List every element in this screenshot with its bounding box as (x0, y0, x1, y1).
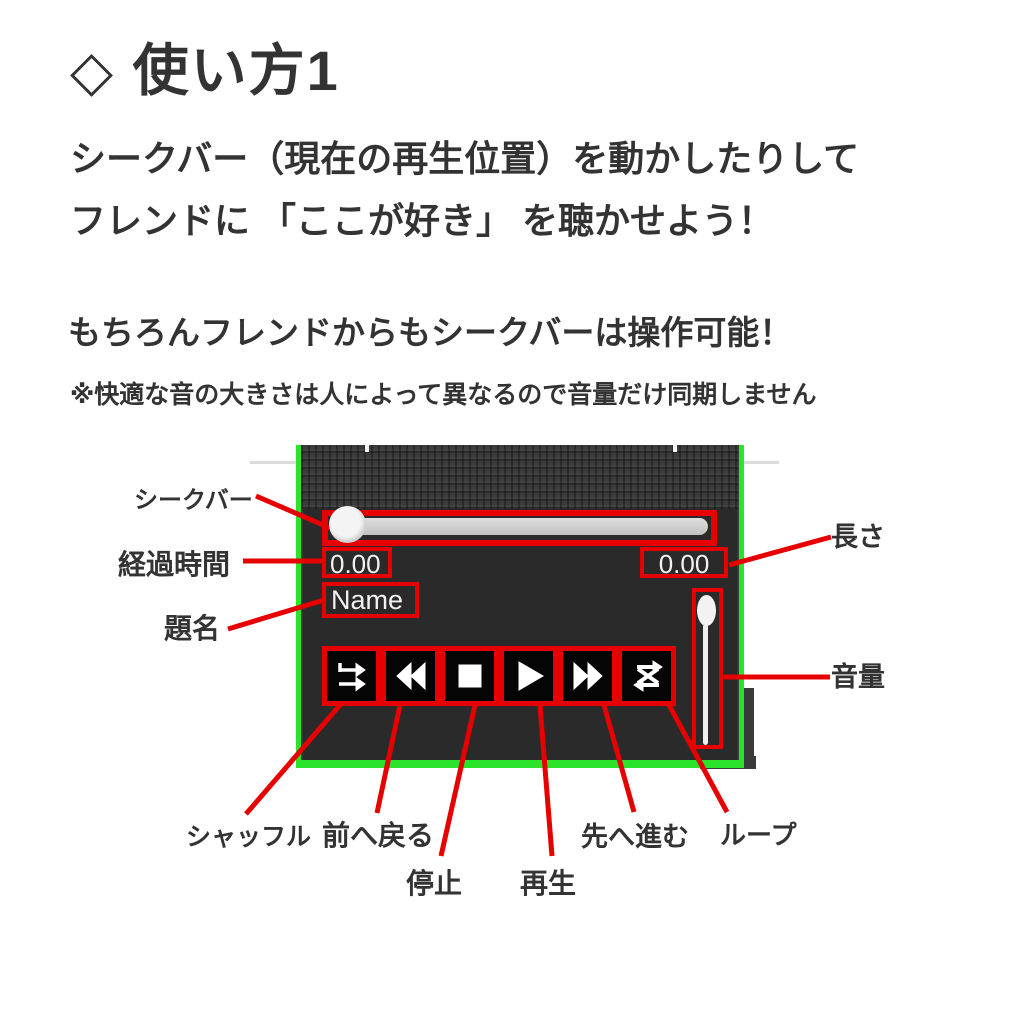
seekbar-track[interactable] (330, 518, 708, 535)
volume-knob[interactable] (697, 595, 716, 626)
transport-controls (322, 646, 676, 706)
header-notch-right (673, 445, 677, 452)
stop-icon (452, 658, 488, 694)
callout-previous: 前へ戻る (322, 820, 435, 851)
section-heading: もちろんフレンドからもシークバーは操作可能！ (68, 314, 793, 351)
track-name-field: Name (322, 582, 419, 618)
volume-track[interactable] (703, 624, 708, 745)
play-button[interactable] (499, 646, 558, 706)
callout-volume: 音量 (831, 662, 885, 692)
previous-icon (393, 658, 429, 694)
shuffle-button[interactable] (322, 646, 381, 706)
callout-play: 再生 (520, 868, 577, 899)
shuffle-icon (334, 658, 370, 694)
length-value: 0.00 (640, 547, 728, 578)
page-title: ◇ 使い方1 (70, 39, 340, 102)
loop-button[interactable] (617, 646, 676, 706)
length-text: 0.00 (658, 549, 710, 579)
callout-loop: ループ (720, 820, 797, 850)
loop-icon (629, 658, 665, 694)
callout-seekbar: シークバー (134, 487, 253, 514)
seekbar-knob[interactable] (329, 506, 366, 543)
section-note: ※快適な音の大きさは人によって異なるので音量だけ同期しません (70, 381, 817, 409)
intro-line-1: シークバー（現在の再生位置）を動かしたりして (70, 138, 860, 179)
callout-shuffle: シャッフル (186, 823, 312, 851)
elapsed-time-value: 0.00 (322, 547, 392, 578)
next-icon (570, 658, 606, 694)
stop-button[interactable] (440, 646, 499, 706)
panel-header-texture (301, 445, 739, 509)
intro-line-2: フレンドに 「ここが好き」 を聴かせよう！ (70, 200, 775, 241)
callout-elapsed-time: 経過時間 (118, 549, 231, 580)
next-button[interactable] (558, 646, 617, 706)
callout-stop: 停止 (406, 868, 463, 899)
track-name-text: Name (331, 585, 404, 615)
play-icon (511, 658, 547, 694)
elapsed-time-text: 0.00 (330, 549, 381, 579)
background-line-left (250, 461, 296, 464)
callout-length: 長さ (831, 522, 885, 552)
header-notch-left (365, 445, 369, 452)
callout-next: 先へ進む (581, 822, 689, 852)
previous-button[interactable] (381, 646, 440, 706)
background-line-right (744, 461, 779, 464)
callout-track-title: 題名 (164, 613, 221, 644)
